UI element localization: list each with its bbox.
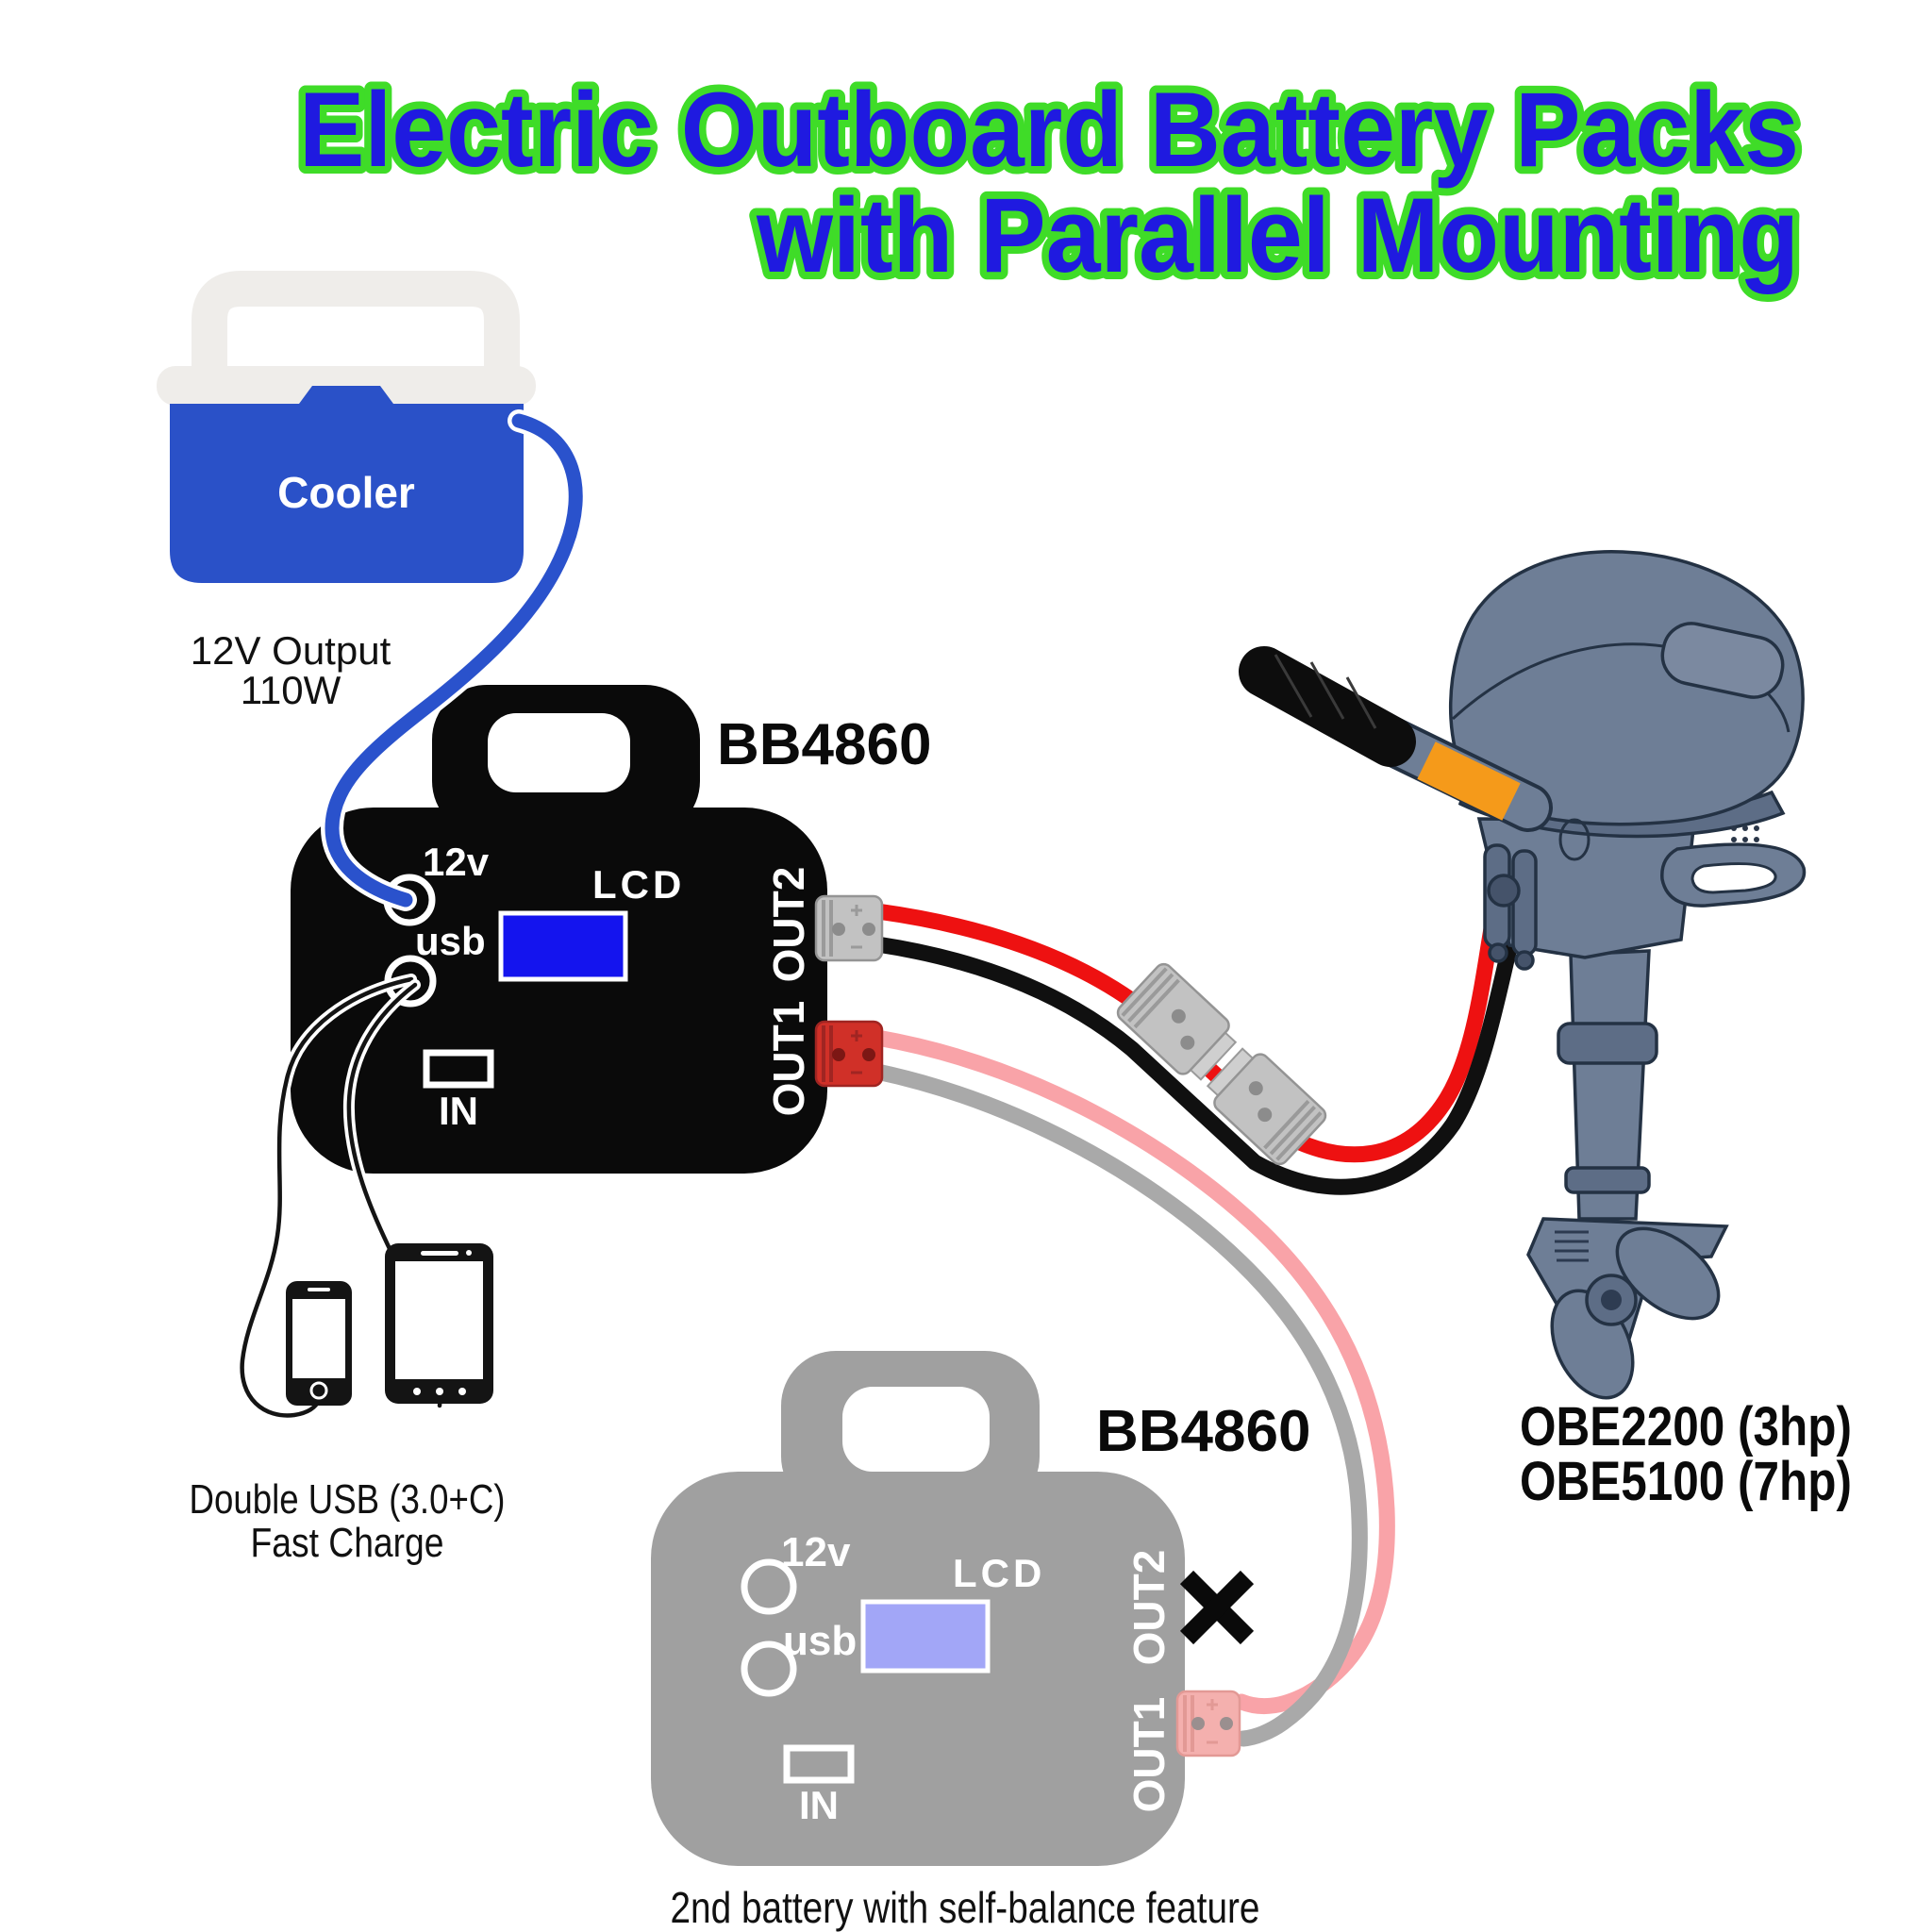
battery1-in-port (423, 1049, 494, 1089)
motor-shaft-collar2 (1564, 1166, 1651, 1194)
out2-connector-plus (851, 905, 862, 916)
motor-cable-black (869, 901, 1527, 1195)
out2-blocked-x-mark (1179, 1570, 1255, 1645)
battery1-model: BB4860 (717, 712, 931, 777)
battery2-out1-connector-plus (1207, 1699, 1218, 1710)
motor-cable-red (869, 884, 1507, 1163)
motor-clamp2 (1511, 849, 1538, 957)
tablet-screen (395, 1261, 483, 1379)
inline-connector-b-ridges (1263, 1099, 1323, 1161)
battery2-in-label: IN (799, 1783, 839, 1827)
cooler-output-line2: 110W (241, 668, 341, 712)
outboard-motor (1239, 550, 1807, 1400)
battery2-12v-label: 12v (781, 1529, 851, 1575)
motor-model-line2: OBE5100 (7hp) (1520, 1451, 1852, 1512)
battery2-usb-port (741, 1641, 797, 1697)
out1-connector-plus (851, 1030, 862, 1041)
battery2-caption: 2nd battery with self-balance feature (671, 1883, 1260, 1932)
cooler-cable (325, 413, 583, 908)
usb-caption-line1: Double USB (3.0+C) (190, 1476, 506, 1523)
out1-connector-dot1 (832, 1048, 845, 1061)
cooler-handle (192, 271, 520, 370)
cooler-body (170, 386, 524, 583)
out1-connector (814, 1020, 884, 1088)
battery2-lcd-screen (860, 1599, 991, 1674)
title-line2: with Parallel Mounting (756, 176, 1799, 294)
inline-connector-a-dot1 (1171, 1008, 1186, 1024)
propeller-blade-upper (1615, 1226, 1721, 1321)
tablet-button-dot2 (436, 1388, 443, 1395)
tablet-button-dot1 (413, 1388, 421, 1395)
motor-cowling (1448, 550, 1805, 826)
out2-connector (814, 894, 884, 962)
battery1-handle-hole (488, 713, 630, 792)
cooler (157, 271, 536, 583)
inline-connector-pair (1116, 962, 1327, 1166)
out1-connector-ridges (822, 1025, 833, 1082)
motor-cowling-hatch (1660, 622, 1785, 699)
tiller-throttle-band (1417, 741, 1521, 821)
inline-connector-a-ridges (1121, 967, 1180, 1029)
battery1-12v-label: 12v (423, 840, 490, 884)
cables (236, 409, 1527, 1747)
phone-home-button (309, 1381, 328, 1400)
battery2-out1-label: OUT1 (1124, 1697, 1174, 1813)
battery2-out1-connector-dot2 (1220, 1717, 1233, 1730)
battery2-usb-label: usb (783, 1618, 857, 1664)
usb-cable-phone (240, 976, 414, 1418)
out2-connector-dot2 (862, 923, 875, 936)
inline-connector-a-dot2 (1180, 1035, 1195, 1050)
connectors (814, 894, 1327, 1757)
phone-speaker (308, 1288, 330, 1291)
tablet-button-dot3 (458, 1388, 466, 1395)
phone-screen (292, 1299, 345, 1378)
tiller-grip (1239, 646, 1416, 767)
motor-shaft (1569, 949, 1651, 1221)
battery2-handle-hole (842, 1387, 990, 1472)
motor-side-oval (1558, 818, 1591, 861)
battery2-model: BB4860 (1096, 1399, 1310, 1464)
cooler-label: Cooler (277, 468, 415, 517)
battery2-out2-label: OUT2 (1124, 1550, 1174, 1666)
battery2-out1-connector-dot1 (1191, 1717, 1205, 1730)
labels: Electric Outboard Battery Packs with Par… (190, 63, 1853, 1932)
battery2-lcd-label: LCD (953, 1551, 1045, 1595)
motor-shaft-collar (1557, 1022, 1658, 1065)
tiller-grip-ribs (1274, 654, 1377, 729)
battery1-out1-label: OUT1 (764, 1001, 813, 1117)
motor-clamp-screw2 (1514, 950, 1535, 971)
out1-connector-dot2 (862, 1048, 875, 1061)
battery1-lcd-screen (498, 910, 628, 982)
battery2-12v-port (741, 1558, 797, 1615)
motor-gearbox-ribs (1555, 1230, 1589, 1262)
battery1-out2-label: OUT2 (764, 867, 813, 983)
battery1-usb-label: usb (415, 919, 486, 963)
battery1-in-label: IN (439, 1089, 478, 1133)
battery-pack-1 (291, 685, 827, 1174)
battery2-out1-connector (1175, 1690, 1241, 1757)
motor-model-line1: OBE2200 (3hp) (1520, 1396, 1852, 1457)
motor-clamp-screw1 (1488, 942, 1508, 963)
out2-connector-ridges (822, 900, 833, 957)
inline-connector-b-dot2 (1257, 1108, 1273, 1123)
tablet-camera-dot (466, 1250, 472, 1256)
usb-devices (286, 1243, 493, 1406)
motor-cable-boss (1487, 874, 1521, 908)
cooler-output-line1: 12V Output (191, 628, 391, 673)
usb-caption-line2: Fast Charge (251, 1520, 444, 1566)
battery2-in-port (783, 1744, 855, 1784)
battery-pack-2 (651, 1351, 1185, 1866)
tablet-speaker (421, 1251, 458, 1256)
motor-carry-handle-hole (1690, 862, 1777, 894)
out2-connector-dot1 (832, 923, 845, 936)
propeller-hub-cap (1601, 1290, 1622, 1310)
battery1-lcd-label: LCD (592, 862, 685, 907)
parallel-cable-gray (869, 1063, 1368, 1747)
title-line1: Electric Outboard Battery Packs (299, 71, 1799, 189)
inline-connector-b-dot1 (1248, 1081, 1263, 1096)
